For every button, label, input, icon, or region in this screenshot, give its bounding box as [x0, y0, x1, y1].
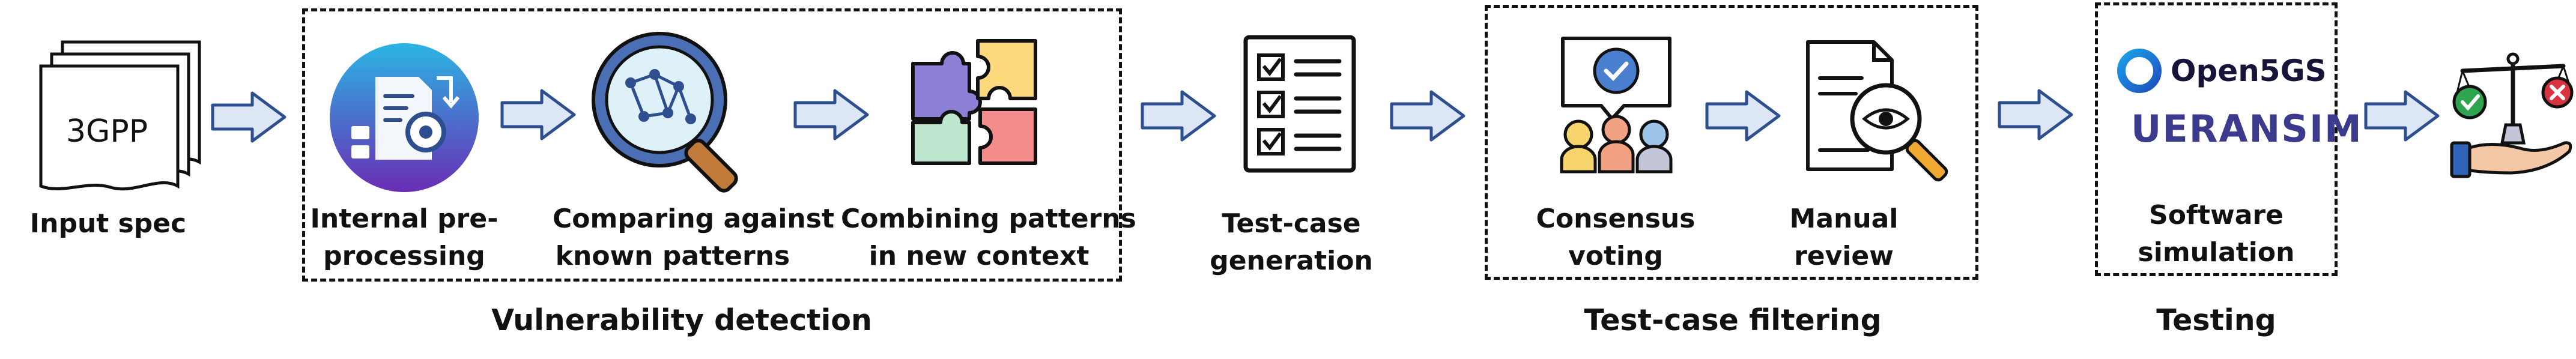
arrow-right-icon: [1390, 90, 1465, 142]
test-case-generation-label-2: generation: [1210, 246, 1373, 276]
checklist-icon: [1243, 35, 1356, 173]
software-simulation-label-1: Software: [2149, 200, 2284, 231]
test-case-filtering-box: [1485, 5, 1978, 280]
internal-preprocessing-label-2: processing: [323, 241, 485, 271]
testing-box: [2095, 2, 2338, 276]
arrow-right-icon: [500, 89, 576, 140]
arrow-right-icon: [1998, 89, 2073, 140]
consensus-voting-label-2: voting: [1568, 241, 1663, 271]
input-spec-label: Input spec: [29, 208, 187, 239]
puzzle-icon: [911, 39, 1037, 165]
arrow-right-icon: [1705, 90, 1781, 142]
combining-label-1: Combining patterns: [841, 204, 1136, 234]
arrow-right-icon: [211, 91, 286, 143]
test-case-generation-label-1: Test-case: [1222, 208, 1361, 239]
document-review-icon: [1806, 40, 1948, 182]
manual-review-label-1: Manual: [1789, 204, 1899, 234]
open5gs-logo-icon: [2117, 49, 2162, 93]
consensus-vote-icon: [1560, 37, 1673, 173]
comparing-label-2: known patterns: [555, 241, 790, 271]
open5gs-logo-text: Open5GS: [2171, 53, 2327, 88]
testing-label: Testing: [2156, 303, 2276, 337]
scales-hand-icon: [2450, 52, 2574, 178]
test-case-filtering-label: Test-case filtering: [1584, 303, 1882, 337]
internal-preprocessing-label-1: Internal pre-: [310, 204, 499, 234]
doc-text: 3GPP: [65, 113, 148, 149]
magnifier-network-icon: [592, 32, 738, 193]
comparing-label-1: Comparing against: [553, 204, 834, 234]
manual-review-label-2: review: [1794, 241, 1894, 271]
arrow-right-icon: [2364, 90, 2440, 142]
software-simulation-label-2: simulation: [2138, 237, 2295, 268]
document-stack-icon: [39, 40, 201, 191]
vulnerability-detection-box: [302, 8, 1122, 282]
arrow-right-icon: [1141, 90, 1216, 142]
ueransim-logo-text: UERANSIM: [2131, 107, 2363, 151]
consensus-voting-label-1: Consensus: [1536, 204, 1696, 234]
arrow-right-icon: [793, 89, 869, 140]
vulnerability-detection-label: Vulnerability detection: [491, 303, 872, 337]
settings-document-icon: [330, 43, 479, 192]
combining-label-2: in new context: [868, 241, 1089, 271]
